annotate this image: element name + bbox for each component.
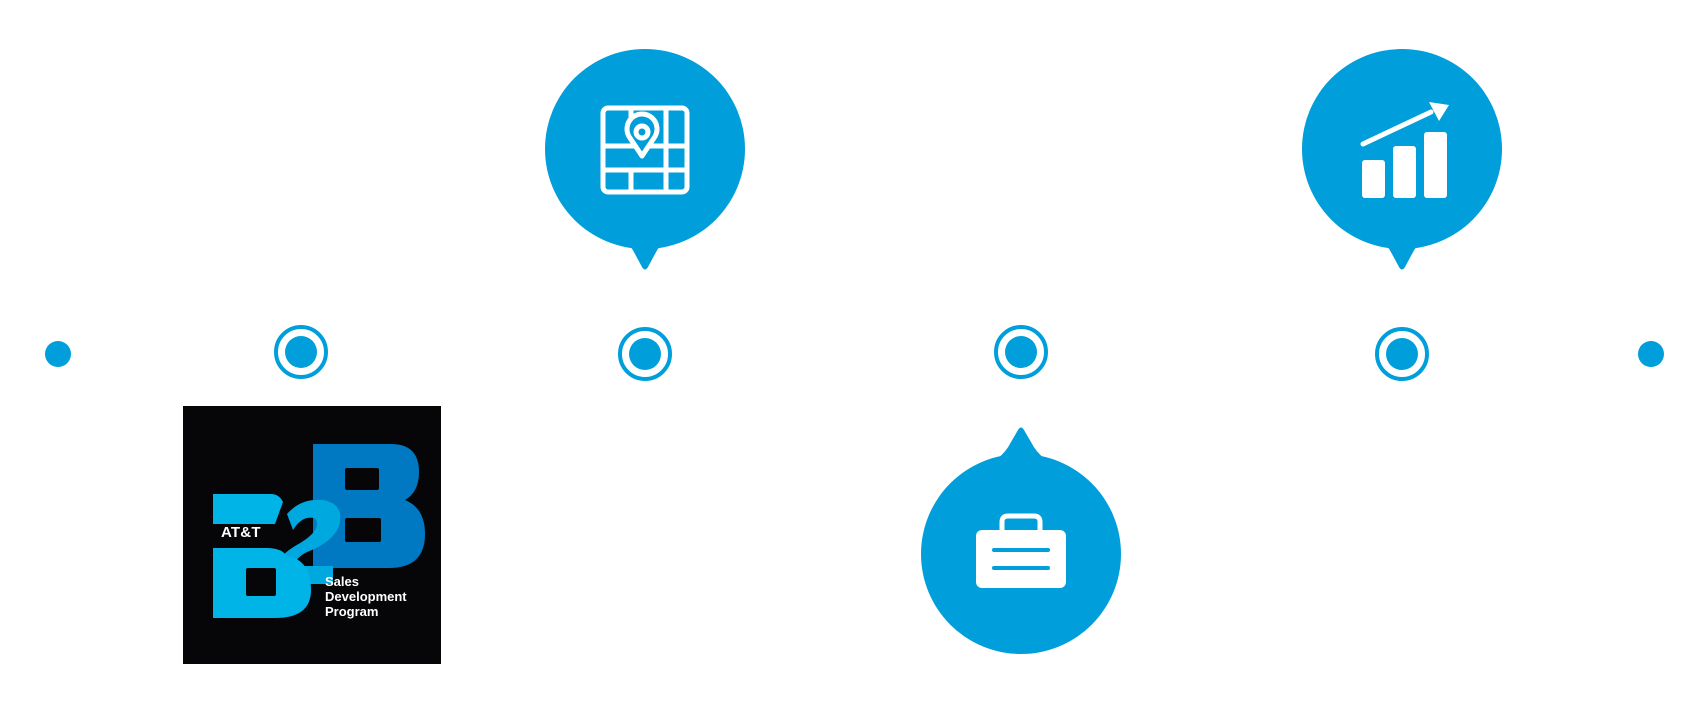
timeline-milestone-2[interactable] (618, 327, 672, 381)
logo-caption-line: Sales (325, 574, 359, 589)
logo-caption-line: Program (325, 604, 379, 619)
timeline-milestone-1[interactable] (274, 325, 328, 379)
timeline-milestone-4[interactable] (1375, 327, 1429, 381)
growth-chart-icon (1360, 102, 1449, 198)
b2b-logo-mark (213, 444, 425, 618)
briefcase-bubble-shape (921, 427, 1121, 654)
logo-brand-text: AT&T (221, 524, 261, 541)
timeline-milestone-3[interactable] (994, 325, 1048, 379)
growth-chart-bubble-shape (1302, 49, 1502, 270)
logo-caption-line: Development (325, 589, 407, 604)
map-pin-icon (600, 105, 690, 195)
timeline-start-dot (45, 341, 71, 367)
b2b-sales-development-logo: AT&T Sales Development Program (183, 406, 441, 664)
briefcase-bubble[interactable] (920, 426, 1122, 658)
briefcase-icon (976, 513, 1066, 588)
timeline-end-dot (1638, 341, 1664, 367)
growth-chart-bubble[interactable] (1301, 48, 1503, 280)
map-location-bubble[interactable] (544, 48, 746, 280)
logo-caption: Sales Development Program (325, 574, 435, 619)
map-location-bubble-shape (545, 49, 745, 270)
